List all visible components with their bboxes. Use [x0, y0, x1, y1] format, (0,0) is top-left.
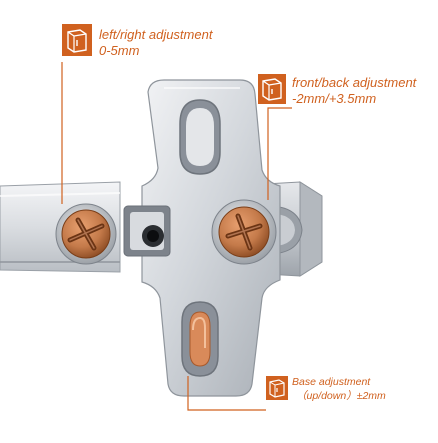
front-back-title: front/back adjustment [292, 75, 417, 90]
adjust-box-icon [266, 376, 288, 400]
left-right-title: left/right adjustment [99, 27, 213, 42]
front-back-range: -2mm/+3.5mm [292, 91, 377, 106]
base-title: Base adjustment [292, 376, 371, 388]
base-range: （up/down）±2mm [296, 390, 386, 402]
adjust-box-icon [62, 24, 92, 56]
adjust-box-icon [258, 74, 286, 104]
front-back-screw [211, 199, 277, 265]
leader-lines [61, 62, 292, 411]
base-adjust-slot [189, 311, 211, 367]
left-right-screw [55, 203, 117, 265]
left-right-range: 0-5mm [99, 43, 140, 58]
